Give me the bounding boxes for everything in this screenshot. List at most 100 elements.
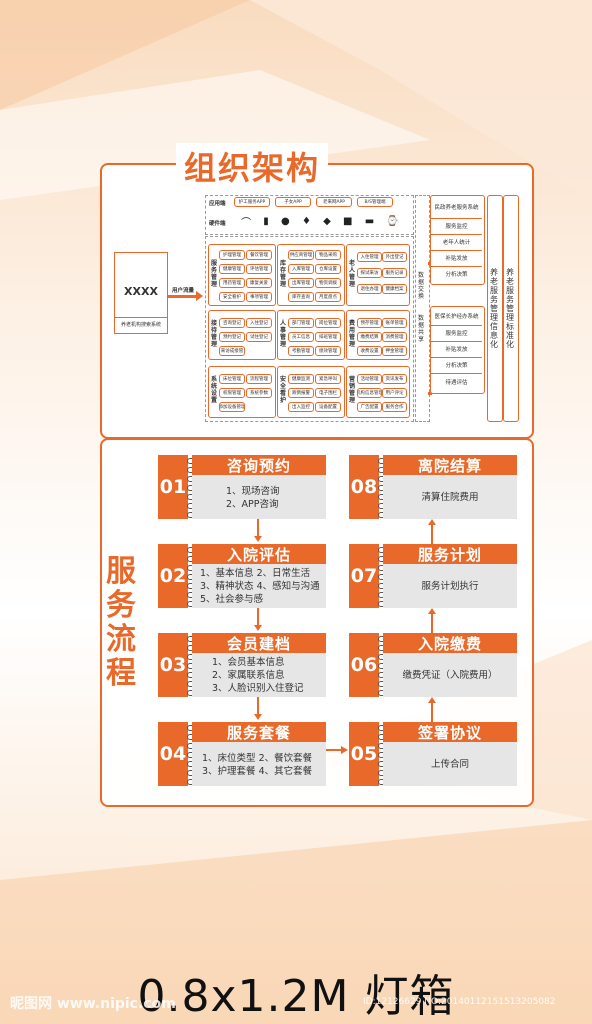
- phone-icon: ▮: [263, 215, 269, 227]
- step-line: 2、家属联系信息: [212, 670, 285, 681]
- module-label: 人事管理: [279, 320, 286, 348]
- step-title: 咨询预约: [192, 455, 326, 475]
- module-item: 入住登记: [246, 318, 272, 328]
- flow-connector: [326, 749, 342, 751]
- step-number: 06: [349, 633, 379, 697]
- step-title: 签署协议: [383, 722, 517, 742]
- flow-connector: [257, 519, 259, 536]
- right-item: 老年人统计: [431, 234, 482, 251]
- module-item: 电子围栏: [315, 388, 341, 398]
- flow-arrow: [254, 714, 262, 720]
- step-number: 03: [158, 633, 188, 697]
- step-number: 01: [158, 455, 188, 519]
- module-item: 评估管理: [246, 264, 272, 274]
- module-item: 仓库设置: [315, 264, 341, 274]
- drop-icon: ♦: [301, 215, 311, 227]
- step-line: 2、APP咨询: [226, 499, 279, 510]
- module-item: 消费管理: [382, 332, 407, 342]
- module-item: 餐饮管理: [246, 250, 272, 260]
- step-line: 3、精神状态 4、感知与沟通: [200, 581, 320, 592]
- module-item: 健康管理: [219, 264, 245, 274]
- flow-arrow: [428, 697, 436, 703]
- step-card: 08 离院结算 清算住院费用: [349, 455, 517, 519]
- app-item: 子女APP: [275, 197, 311, 207]
- step-body: 1、床位类型 2、餐饮套餐 3、护理套餐 4、其它套餐: [192, 742, 326, 786]
- module-item: 员工信息: [288, 332, 314, 342]
- module-item: 出库管理: [288, 278, 314, 288]
- module-item: 出入监控: [288, 402, 314, 412]
- step-body: 上传合同: [383, 742, 517, 786]
- module-item: 月度盘点: [315, 292, 341, 302]
- system-box: XXXX 养老机构搜索系统: [114, 252, 168, 334]
- module-item: 咨询登记: [219, 318, 245, 328]
- module-item: 物资调拨: [315, 278, 341, 288]
- right-bottom-box: [430, 306, 485, 394]
- module-item: 康复关爱: [246, 278, 272, 288]
- flow-connector: [431, 525, 433, 544]
- step-body: 清算住院费用: [383, 475, 517, 519]
- step-line: 1、基本信息 2、日常生活: [200, 568, 311, 579]
- flow-arrow: [428, 519, 436, 525]
- app-item: B/S管理端: [357, 197, 393, 207]
- right-item: 补贴发放: [431, 250, 482, 267]
- module-item: 服务合作: [382, 402, 407, 412]
- step-line: 清算住院费用: [421, 491, 479, 503]
- module-item: 库存查询: [288, 292, 314, 302]
- module-item: 来访成接管: [219, 346, 245, 356]
- exchange-arrow-bottom: [428, 392, 432, 395]
- flow-arrow: [254, 625, 262, 631]
- step-line: 3、护理套餐 4、其它套餐: [202, 766, 313, 777]
- user-flow-label: 用户流量: [172, 288, 195, 294]
- module-label: 费用管理: [348, 320, 355, 348]
- module-item: 系统参数: [246, 388, 272, 398]
- module-item: 跌倒报警: [288, 388, 314, 398]
- flow-connector: [257, 608, 259, 625]
- user-flow-arrow-head: [196, 291, 203, 301]
- process-title: 服务流程: [106, 554, 136, 691]
- flow-arrow: [341, 746, 348, 754]
- module-item: 物品采购: [315, 250, 341, 260]
- module-item: 退住办理: [357, 284, 382, 294]
- step-number: 08: [349, 455, 379, 519]
- system-caption: 养老机构搜索系统: [115, 316, 167, 328]
- step-number: 07: [349, 544, 379, 608]
- right-item: 服务监控: [431, 218, 482, 235]
- modules-area: [205, 236, 414, 422]
- step-line: 缴费凭证（入院费用）: [402, 669, 498, 681]
- right-top-box: [430, 195, 485, 285]
- module-item: 资讯发布: [382, 374, 407, 384]
- flow-connector: [431, 614, 433, 633]
- step-card: 04 服务套餐 1、床位类型 2、餐饮套餐 3、护理套餐 4、其它套餐: [158, 722, 326, 786]
- step-line: 5、社会参与感: [200, 594, 264, 605]
- watch-icon: ⌚: [386, 215, 399, 227]
- step-line: 1、床位类型 2、餐饮套餐: [202, 753, 313, 764]
- module-item: 用户评论: [382, 388, 407, 398]
- module-item: 押金管理: [382, 346, 407, 356]
- flow-arrow: [428, 608, 436, 614]
- module-item: 权限管理: [219, 388, 245, 398]
- module-item: 事项管理: [246, 292, 272, 302]
- step-card: 05 签署协议 上传合同: [349, 722, 517, 786]
- module-item: 入住管理: [357, 252, 382, 262]
- module-item: 设备配置: [315, 402, 341, 412]
- module-item: 部门管理: [288, 318, 314, 328]
- module-item: 预存管理: [357, 318, 382, 328]
- apps-area: [205, 195, 414, 235]
- step-title: 离院结算: [383, 455, 517, 475]
- step-card: 02 入院评估 1、基本信息 2、日常生活 3、精神状态 4、感知与沟通 5、社…: [158, 544, 326, 608]
- module-label: 营销管理: [348, 376, 355, 404]
- org-title: 组织架构: [176, 143, 329, 189]
- module-label: 安全看护: [279, 376, 286, 404]
- system-name: XXXX: [124, 285, 158, 298]
- right-item: 补贴发放: [431, 341, 482, 358]
- module-item: 流程管理: [246, 374, 272, 384]
- module-item: 服务记录: [382, 268, 407, 278]
- module-item: 活动管理: [357, 374, 382, 384]
- step-body: 1、会员基本信息 2、家属联系信息 3、人脸识别入住登记: [192, 653, 326, 697]
- right-item: 医保长护经办系统: [431, 307, 482, 326]
- hardware-label: 硬件端: [209, 221, 226, 227]
- exchange-label: 数据交换: [417, 272, 424, 300]
- step-body: 1、基本信息 2、日常生活 3、精神状态 4、感知与沟通 5、社会参与感: [192, 564, 326, 608]
- step-card: 07 服务计划 服务计划执行: [349, 544, 517, 608]
- right-item: 民政养老服务系统: [431, 196, 482, 219]
